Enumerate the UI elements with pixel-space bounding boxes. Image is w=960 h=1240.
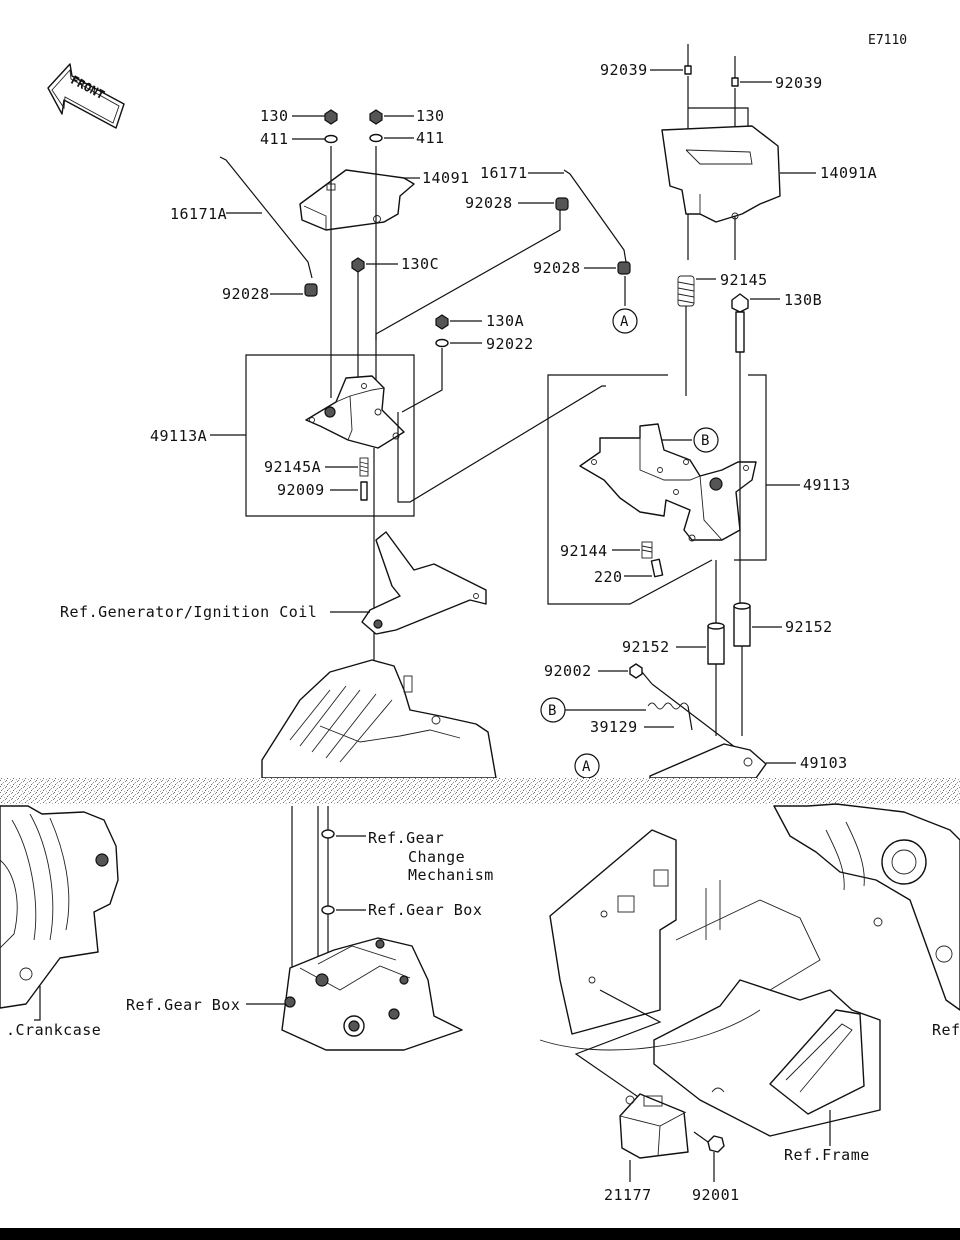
front-arrow-icon: FRONT <box>47 63 125 129</box>
gear-box-housing <box>281 937 463 1051</box>
label-411-left: 411 <box>260 130 289 148</box>
label-130C: 130C <box>401 255 439 273</box>
callout-a-top-letter: A <box>620 314 629 330</box>
bolt-130C <box>351 257 365 282</box>
callout-a-top: A <box>612 308 638 334</box>
collar-92152-left <box>707 622 725 665</box>
engine-cylinder-top <box>261 659 497 779</box>
label-411-right: 411 <box>416 129 445 147</box>
label-92028-top: 92028 <box>465 194 513 212</box>
crankcase-engine <box>0 805 119 1009</box>
spring-92144 <box>641 541 653 559</box>
clip-92028-top <box>555 197 569 211</box>
label-92039-left: 92039 <box>600 61 648 79</box>
spring-39129 <box>647 702 693 731</box>
label-49113A: 49113A <box>150 427 207 445</box>
diagram-code: E7110 <box>868 33 907 48</box>
image-seam-band <box>0 778 960 804</box>
cover-14091 <box>299 169 415 231</box>
callout-b-top: B <box>693 427 719 453</box>
bolt-130B <box>731 293 749 353</box>
pin-92039-right <box>731 56 739 87</box>
callout-b-lower: B <box>540 697 566 723</box>
label-49103: 49103 <box>800 754 848 772</box>
washer-411-right <box>369 133 383 143</box>
label-92002: 92002 <box>544 662 592 680</box>
engine-right <box>773 803 960 1011</box>
washer-gear-box <box>321 905 335 915</box>
bolt-130-right <box>369 109 383 125</box>
label-220: 220 <box>594 568 623 586</box>
spring-92145A <box>359 457 369 477</box>
label-ref-gear-change-2: Change <box>408 848 465 866</box>
bolt-130A <box>435 314 449 330</box>
label-92152-left: 92152 <box>622 638 670 656</box>
label-ref-gear-box-right: Ref.Gear Box <box>368 901 482 919</box>
label-92028-mid: 92028 <box>533 259 581 277</box>
bolt-92009 <box>360 481 368 501</box>
label-92145A: 92145A <box>264 458 321 476</box>
plate-49103 <box>649 743 767 779</box>
label-130A: 130A <box>486 312 524 330</box>
label-ref-crankcase: .Crankcase <box>6 1021 101 1039</box>
label-130-left: 130 <box>260 107 289 125</box>
washer-411-left <box>324 134 338 144</box>
spring-92145 <box>677 275 695 307</box>
label-21177: 21177 <box>604 1186 652 1204</box>
label-14091A: 14091A <box>820 164 877 182</box>
bolt-130-left <box>324 109 338 125</box>
label-92028-left: 92028 <box>222 285 270 303</box>
pin-92039-left <box>684 44 692 75</box>
clip-92028-left <box>304 283 318 297</box>
label-49113: 49113 <box>803 476 851 494</box>
relay-21177 <box>619 1093 689 1159</box>
label-ref-right-edge: Ref <box>932 1021 960 1039</box>
label-92152-right: 92152 <box>785 618 833 636</box>
callout-a-lower-letter: A <box>582 759 591 775</box>
label-14091: 14091 <box>422 169 470 187</box>
callout-a-lower: A <box>574 753 600 779</box>
label-92144: 92144 <box>560 542 608 560</box>
ref-generator-bracket <box>361 531 487 635</box>
frame-assembly <box>539 829 881 1137</box>
washer-gear-change <box>321 829 335 839</box>
clip-92028-mid <box>617 261 631 275</box>
label-ref-gear-change-1: Ref.Gear <box>368 829 444 847</box>
callout-b-top-letter: B <box>701 433 709 449</box>
screw-220 <box>650 558 664 578</box>
collar-92152-right <box>733 602 751 647</box>
bolt-92002 <box>629 663 653 685</box>
label-92009: 92009 <box>277 481 325 499</box>
bracket-49113 <box>579 423 757 542</box>
label-16171A: 16171A <box>170 205 227 223</box>
cover-14091A <box>661 125 781 223</box>
bottom-bar <box>0 1228 960 1240</box>
label-92145: 92145 <box>720 271 768 289</box>
callout-b-lower-letter: B <box>548 703 556 719</box>
label-92022: 92022 <box>486 335 534 353</box>
washer-92022 <box>435 338 449 348</box>
label-130-right: 130 <box>416 107 445 125</box>
label-92001: 92001 <box>692 1186 740 1204</box>
label-92039-right: 92039 <box>775 74 823 92</box>
bolt-92001 <box>693 1131 725 1153</box>
label-130B: 130B <box>784 291 822 309</box>
label-ref-generator: Ref.Generator/Ignition Coil <box>60 603 317 621</box>
label-39129: 39129 <box>590 718 638 736</box>
label-ref-frame: Ref.Frame <box>784 1146 870 1164</box>
label-16171: 16171 <box>480 164 528 182</box>
bracket-49113A <box>305 375 405 449</box>
label-ref-gear-box-left: Ref.Gear Box <box>126 996 240 1014</box>
label-ref-gear-change-3: Mechanism <box>408 866 494 884</box>
